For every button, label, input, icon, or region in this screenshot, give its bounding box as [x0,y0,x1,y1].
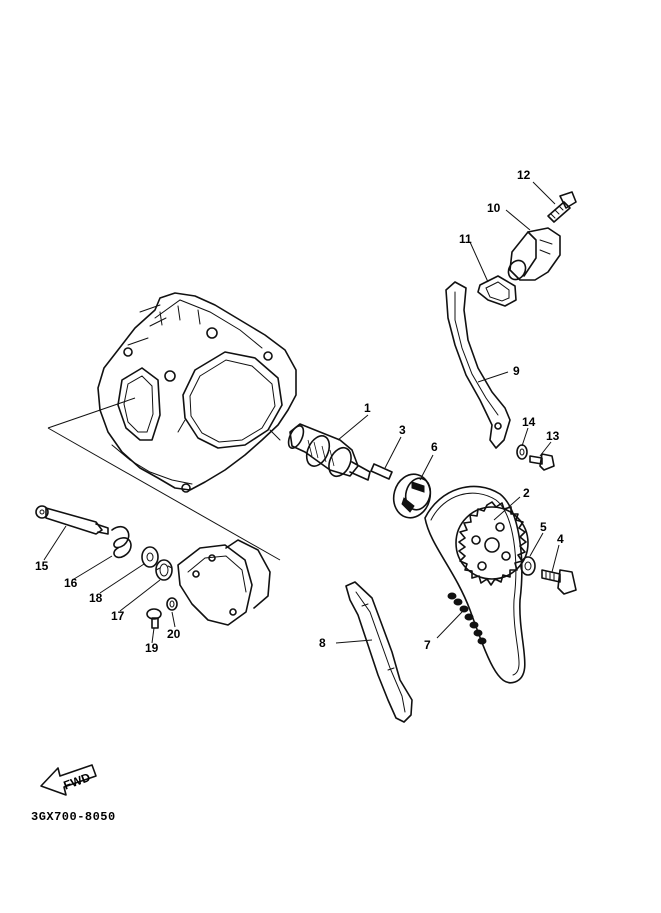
tensioner-bolt [547,191,577,223]
callout-20: 20 [167,627,181,641]
callout-1: 1 [364,401,371,415]
callout-14: 14 [522,415,536,429]
tensioner-gasket [477,275,517,307]
guide-bolt [529,453,555,471]
sprocket-bolt [541,569,577,595]
callout-16: 16 [64,576,78,590]
camshaft [287,423,371,481]
callout-17: 17 [111,609,125,623]
decompressor-shaft [35,505,109,535]
cylinder-head [97,292,297,493]
callout-19: 19 [145,641,159,655]
sprocket-washer [520,556,536,576]
callout-3: 3 [399,423,406,437]
callout-5: 5 [540,520,547,534]
return-spring [111,525,132,559]
chain-guide [345,581,413,723]
callout-12: 12 [517,168,531,182]
diagram-code: 3GX700-8050 [31,810,116,824]
callout-6: 6 [431,440,438,454]
cover-washer [166,597,178,611]
callout-15: 15 [35,559,49,573]
callout-10: 10 [487,201,501,215]
callout-8: 8 [319,636,326,650]
oil-seal [155,559,173,581]
callout-18: 18 [89,591,103,605]
fwd-arrow-icon: FWD [40,764,97,796]
callout-7: 7 [424,638,431,652]
side-cover [177,539,271,626]
cam-end-cap [392,473,432,519]
callout-13: 13 [546,429,560,443]
cam-chain-links [447,592,487,645]
guide-washer [516,444,528,460]
group-bracket [47,397,281,561]
callout-2: 2 [523,486,530,500]
callout-4: 4 [557,532,564,546]
callout-11: 11 [459,232,472,246]
dowel-pin [370,463,393,480]
callouts: 1 2 3 4 5 6 7 8 9 10 11 12 13 14 15 16 1… [35,168,564,655]
cam-chain [424,485,526,684]
callout-9: 9 [513,364,520,378]
shaft-washer [141,546,159,568]
cam-sprocket [455,501,529,586]
cam-chain-tensioner [507,227,561,281]
tensioner-guide [445,281,511,449]
cover-screw [146,608,162,629]
leader-lines [43,181,560,644]
